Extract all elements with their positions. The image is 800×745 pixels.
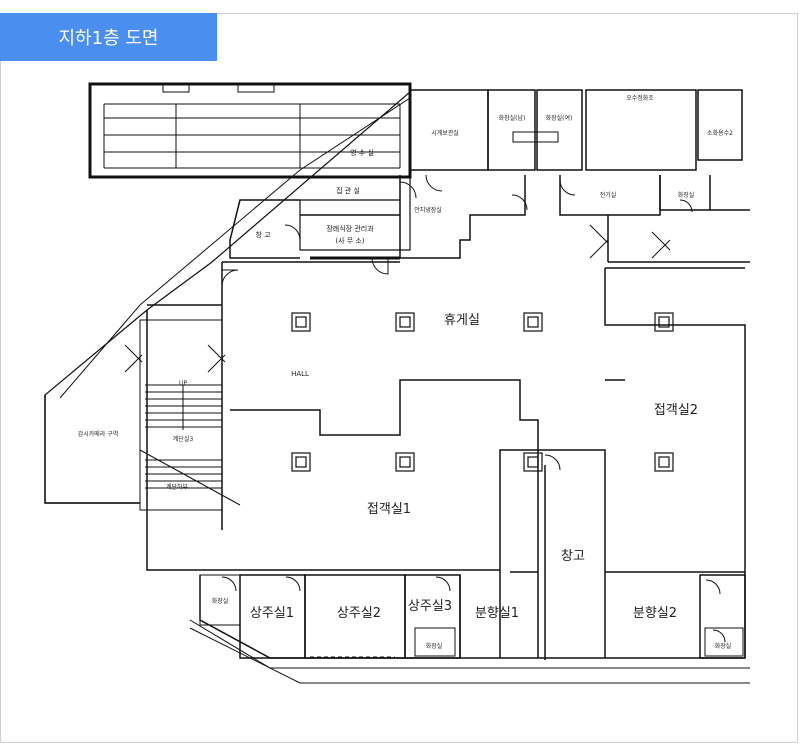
room-label-restroom-f: 화장실(여) (546, 114, 573, 122)
room-label-toilet: 화장실 (678, 191, 695, 199)
room-label-restroom-m: 화장실(남) (499, 114, 526, 122)
room-label-storage: 창고 (561, 549, 585, 564)
room-label-storage-small: 창 고 (255, 231, 271, 239)
room-label-sangju3: 상주실3 (408, 599, 452, 614)
room-label-sangju2: 상주실2 (337, 606, 381, 621)
page-title: 지하1층 도면 (0, 13, 217, 61)
room-label-reception2: 접객실2 (654, 403, 698, 418)
room-label-cabinet: 안치냉장실 (414, 206, 442, 214)
room-label-reception1: 접객실1 (367, 502, 411, 517)
room-label-mech: 전기실 (600, 191, 617, 199)
room-label-sewage: 오수정화조 (626, 95, 654, 102)
room-label-toilet4: 화장실 (715, 642, 732, 650)
room-label-stair2: 계단하부 (166, 483, 189, 491)
room-label-stair: 계단실3 (173, 435, 194, 443)
room-label-bunhyang2: 분향실2 (633, 606, 677, 621)
room-label-misc1: 집 관 실 (336, 186, 360, 195)
room-label-misc2: 영 수 실 (350, 148, 374, 157)
room-label-corridor: 시계보관실 (431, 129, 459, 137)
room-label-sangju1: 상주실1 (250, 606, 294, 621)
room-label-toilet3: 화장실 (426, 642, 443, 650)
room-label-lounge: 휴게실 (444, 313, 480, 328)
room-label-toilet2: 화장실 (212, 597, 229, 605)
room-label-office-sub: (사 무 소) (335, 236, 365, 245)
room-label-office: 장례식장 관리과 (326, 224, 374, 233)
stair-up-label: UP (179, 380, 187, 387)
room-label-exit: 감시카메라 구역 (78, 430, 119, 438)
room-label-bunhyang1: 분향실1 (475, 606, 519, 621)
room-label-tank: 소화용수2 (707, 130, 733, 137)
room-label-hall: HALL (291, 370, 309, 378)
